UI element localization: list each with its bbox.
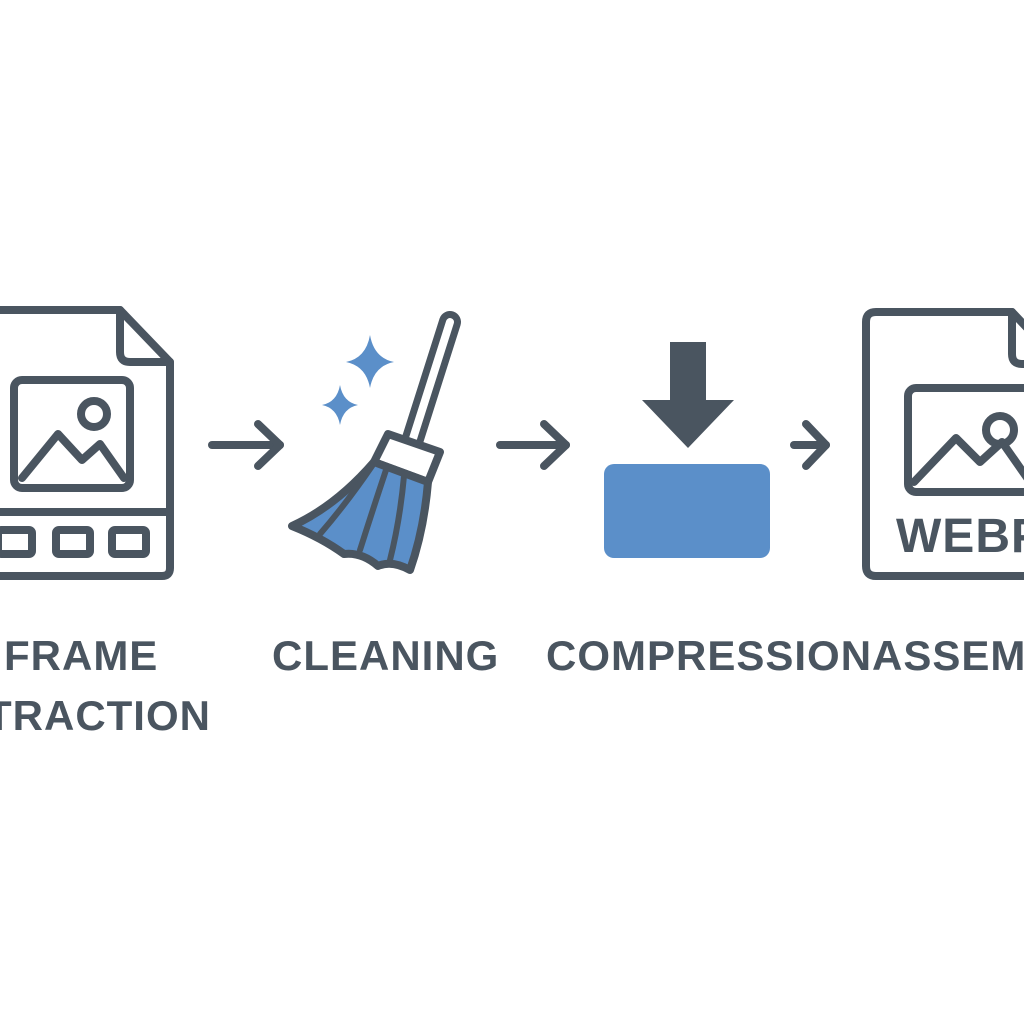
flow-arrow-2 [496, 420, 570, 470]
step-label-compression: COMPRESSION [546, 626, 872, 686]
compress-arrow-box-icon [604, 342, 770, 558]
label-line: FRAME [4, 632, 159, 679]
broom-sparkle-icon [288, 311, 461, 574]
label-line: COMPRESSION [546, 632, 873, 679]
step-label-assembly: ASSEMB [872, 626, 1024, 686]
webp-file-icon [862, 308, 1024, 580]
flow-arrow-1 [208, 420, 284, 470]
image-file-filmstrip-icon [0, 306, 174, 580]
flow-arrow-3 [790, 420, 830, 470]
step-label-cleaning: CLEANING [272, 626, 499, 686]
label-line: ASSEMB [872, 632, 1024, 679]
step-label-frame-extraction: FRAME TRACTION [0, 626, 211, 746]
label-line: TRACTION [0, 692, 211, 739]
sparkle-small [322, 385, 358, 425]
label-line: CLEANING [272, 632, 500, 679]
sparkle-large [346, 335, 394, 388]
webp-file-text: WEBP [896, 510, 1024, 563]
